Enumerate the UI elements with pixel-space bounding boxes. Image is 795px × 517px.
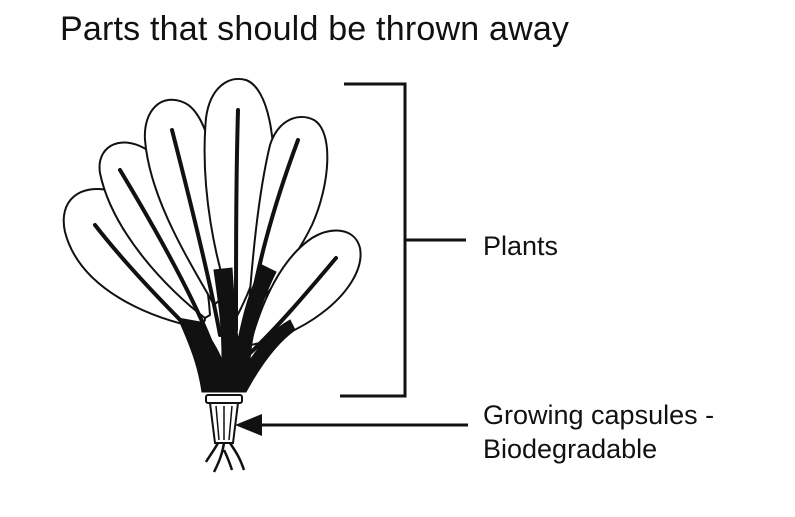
diagram-title: Parts that should be thrown away [60, 10, 570, 48]
stem-bundle [177, 264, 296, 393]
leaf-veins [93, 108, 338, 357]
capsule-ribs [215, 405, 233, 441]
capsules-label-line1: Growing capsules - [483, 400, 715, 430]
plants-bracket [340, 82, 466, 398]
capsule-roots [204, 442, 246, 473]
growing-capsule [204, 394, 246, 473]
capsules-label: Growing capsules - Biodegradable [483, 398, 714, 466]
plant-stems [93, 108, 338, 393]
capsules-label-line2: Biodegradable [483, 434, 658, 464]
capsule-rim [205, 394, 243, 404]
capsule-pointer-arrow [235, 414, 468, 436]
plants-label: Plants [483, 231, 559, 261]
